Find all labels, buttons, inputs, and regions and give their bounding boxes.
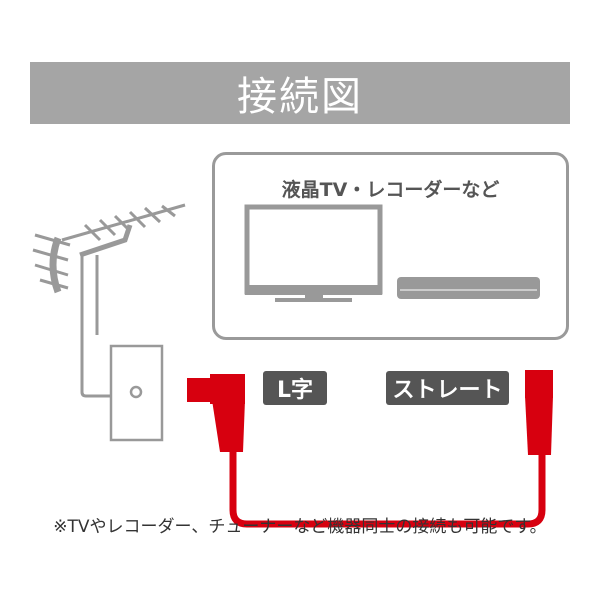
straight-badge: ストレート <box>386 371 509 405</box>
footnote: ※TVやレコーダー、チューナーなど機器同士の接続も可能です。 <box>53 517 547 537</box>
devices-box: 液晶TV・レコーダーなど <box>212 152 569 340</box>
antenna-icon <box>32 203 186 398</box>
wall-outlet-icon <box>109 344 164 442</box>
tv-icon <box>244 204 383 302</box>
devices-label: 液晶TV・レコーダーなど <box>281 179 500 201</box>
l-shape-badge: L字 <box>263 371 327 405</box>
recorder-icon <box>397 277 540 299</box>
cable-icon <box>187 370 553 528</box>
diagram-title: 接続図 <box>30 62 570 124</box>
